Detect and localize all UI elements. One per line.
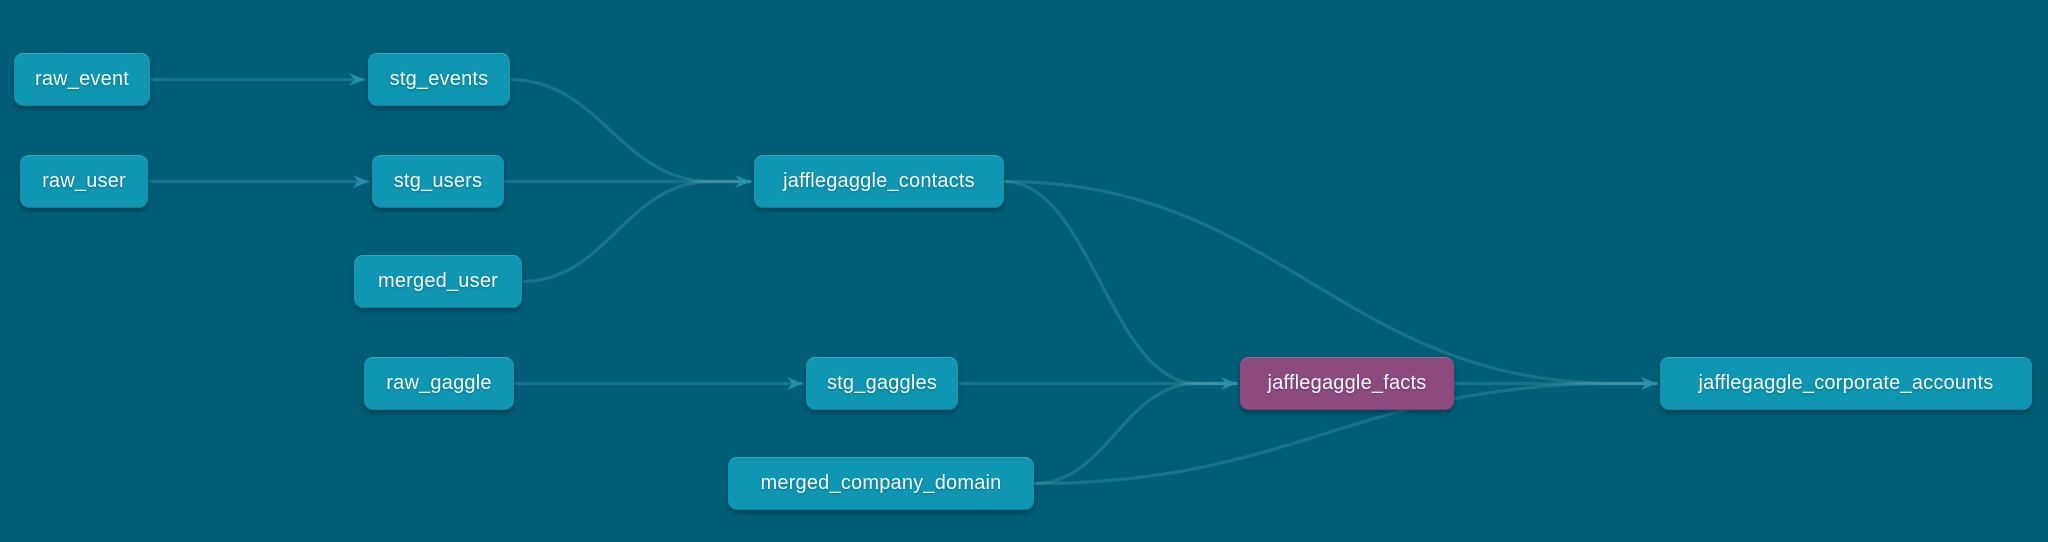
node-raw_gaggle[interactable]: raw_gaggle [364, 357, 514, 410]
node-label-merged_user: merged_user [377, 270, 499, 292]
node-raw_event[interactable]: raw_event [14, 53, 150, 106]
node-label-jafflegaggle_contacts: jafflegaggle_contacts [783, 170, 975, 192]
arrowhead-into-stg_gaggles [787, 377, 803, 390]
node-label-merged_company_domain: merged_company_domain [760, 472, 1002, 494]
node-label-raw_user: raw_user [42, 170, 126, 192]
node-jafflegaggle_corporate_accounts[interactable]: jafflegaggle_corporate_accounts [1660, 357, 2032, 410]
edge-merged_company_domain-to-jafflegaggle_corporate_accounts [1032, 381, 1658, 486]
node-label-raw_event: raw_event [34, 68, 130, 90]
node-label-stg_gaggles: stg_gaggles [826, 372, 938, 394]
arrowhead-into-jafflegaggle_facts [1221, 377, 1237, 390]
edge-jafflegaggle_contacts-to-jafflegaggle_corporate_accounts [1002, 179, 1658, 386]
arrowhead-into-stg_events [349, 73, 365, 86]
node-label-stg_users: stg_users [393, 170, 483, 192]
node-stg_users[interactable]: stg_users [372, 155, 504, 208]
node-stg_events[interactable]: stg_events [368, 53, 510, 106]
node-jafflegaggle_contacts[interactable]: jafflegaggle_contacts [754, 155, 1004, 208]
node-merged_company_domain[interactable]: merged_company_domain [728, 457, 1034, 510]
node-label-raw_gaggle: raw_gaggle [386, 372, 492, 394]
edge-merged_company_domain-to-jafflegaggle_facts [1032, 381, 1238, 486]
node-merged_user[interactable]: merged_user [354, 255, 522, 308]
arrowhead-into-jafflegaggle_contacts [735, 175, 751, 188]
node-raw_user[interactable]: raw_user [20, 155, 148, 208]
edge-jafflegaggle_contacts-to-jafflegaggle_facts [1002, 179, 1238, 386]
arrowhead-into-jafflegaggle_corporate_accounts [1641, 377, 1657, 390]
node-label-jafflegaggle_corporate_accounts: jafflegaggle_corporate_accounts [1698, 372, 1994, 394]
edge-stg_events-to-jafflegaggle_contacts [508, 77, 752, 184]
node-label-stg_events: stg_events [389, 68, 489, 90]
node-label-jafflegaggle_facts: jafflegaggle_facts [1267, 372, 1427, 394]
node-jafflegaggle_facts[interactable]: jafflegaggle_facts [1240, 357, 1454, 410]
arrowhead-into-stg_users [353, 175, 369, 188]
edge-merged_user-to-jafflegaggle_contacts [520, 179, 752, 284]
node-stg_gaggles[interactable]: stg_gaggles [806, 357, 958, 410]
